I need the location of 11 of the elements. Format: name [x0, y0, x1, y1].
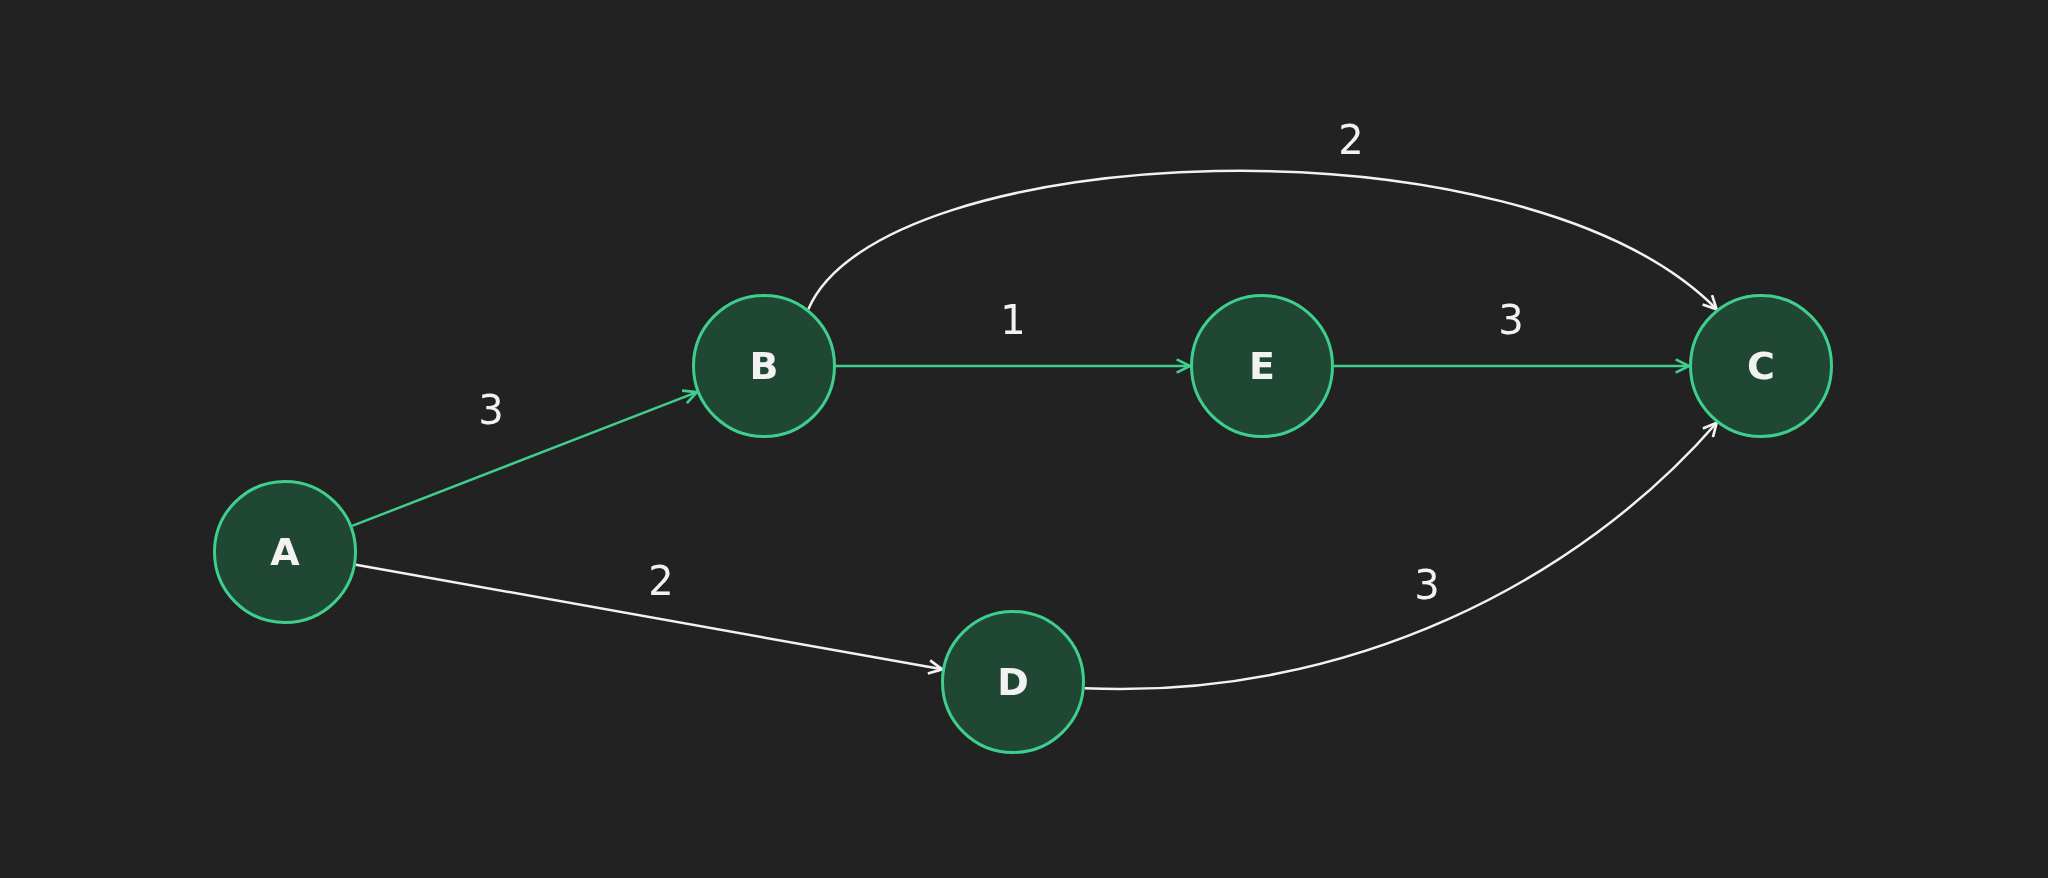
node-label: A — [270, 530, 300, 574]
node-label: C — [1747, 344, 1775, 388]
arrow — [1334, 358, 1691, 374]
node-label: E — [1249, 344, 1275, 388]
node-label: D — [997, 660, 1029, 704]
arrow — [1084, 421, 1718, 690]
arrow — [351, 389, 699, 528]
arrow — [355, 563, 944, 675]
arrow — [807, 169, 1718, 311]
arrow — [836, 358, 1192, 374]
node-label: B — [749, 344, 779, 388]
